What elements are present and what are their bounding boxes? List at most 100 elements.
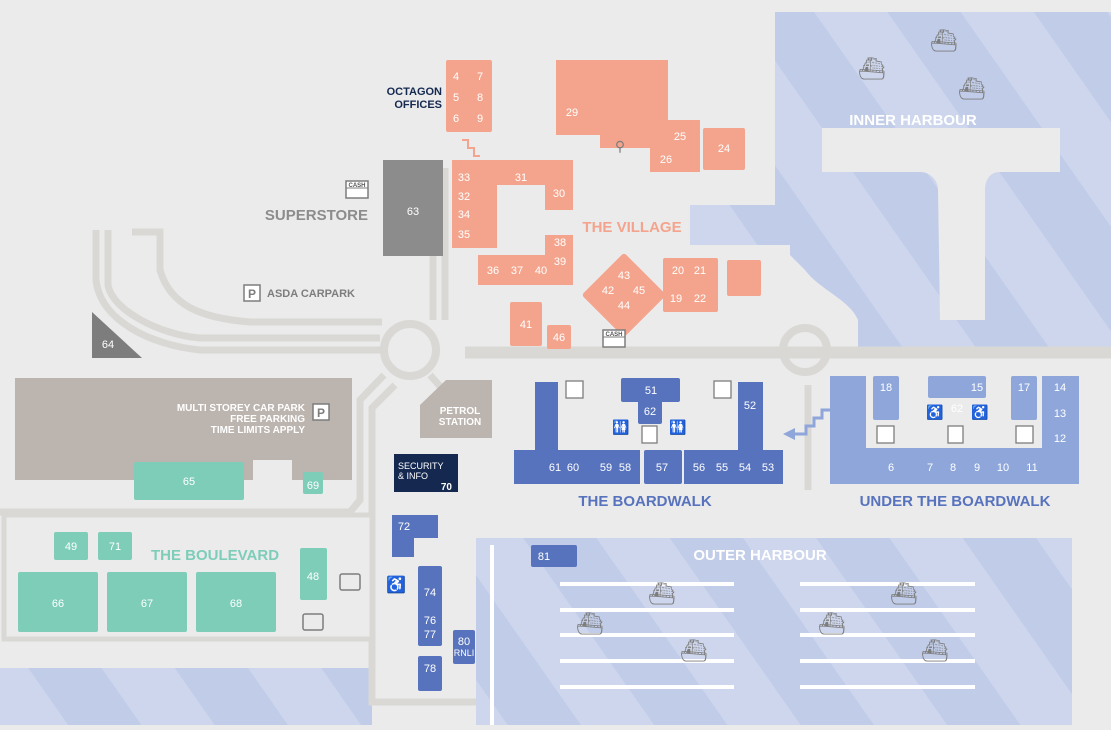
unit-66[interactable]: 66	[52, 598, 64, 610]
unit-63[interactable]: 63	[407, 206, 419, 218]
petrol-line2: STATION	[439, 417, 481, 428]
boulevard	[18, 462, 327, 632]
unit-54[interactable]: 54	[739, 462, 751, 474]
unit-30[interactable]: 30	[553, 188, 565, 200]
unit-72[interactable]: 72	[398, 521, 410, 533]
unit-49[interactable]: 49	[65, 541, 77, 553]
unit-52[interactable]: 52	[744, 400, 756, 412]
unit-6[interactable]: 6	[453, 113, 459, 125]
unit-38[interactable]: 38	[554, 237, 566, 249]
unit-25[interactable]: 25	[674, 131, 686, 143]
unit-8[interactable]: 8	[477, 92, 483, 104]
unit-39[interactable]: 39	[554, 256, 566, 268]
unit-13[interactable]: 13	[1054, 408, 1066, 420]
unit-14[interactable]: 14	[1054, 382, 1066, 394]
unit-9[interactable]: 9	[477, 113, 483, 125]
unit-40[interactable]: 40	[535, 265, 547, 277]
unit-19[interactable]: 19	[670, 293, 682, 305]
stairs-arrow-icon	[795, 408, 830, 436]
svg-text:⛴: ⛴	[921, 638, 949, 663]
unit-77[interactable]: 77	[424, 629, 436, 641]
parking-icon	[243, 284, 261, 302]
unit-78[interactable]: 78	[424, 663, 436, 675]
unit-12[interactable]: 12	[1054, 433, 1066, 445]
unit-4[interactable]: 4	[453, 71, 459, 83]
unit-43[interactable]: 43	[618, 270, 630, 282]
unit-58[interactable]: 58	[619, 462, 631, 474]
unit-76[interactable]: 76	[424, 615, 436, 627]
unit-74[interactable]: 74	[424, 587, 436, 599]
unit-31[interactable]: 31	[515, 172, 527, 184]
unit-60[interactable]: 60	[567, 462, 579, 474]
unit-7[interactable]: 7	[927, 462, 933, 474]
unit-71[interactable]: 71	[109, 541, 121, 553]
unit-59[interactable]: 59	[600, 462, 612, 474]
unit-21[interactable]: 21	[694, 265, 706, 277]
lift-icon	[641, 425, 964, 444]
unit-51[interactable]: 51	[645, 385, 657, 397]
unit-11[interactable]: 11	[1026, 462, 1037, 474]
parking-icon	[312, 403, 330, 421]
unit-67[interactable]: 67	[141, 598, 153, 610]
boulevard-label: THE BOULEVARD	[151, 547, 279, 564]
unit-57[interactable]: 57	[656, 462, 668, 474]
msc-line2: FREE PARKING	[230, 414, 305, 425]
unit-34[interactable]: 34	[458, 209, 470, 221]
unit-26[interactable]: 26	[660, 154, 672, 166]
outer-harbour-label: OUTER HARBOUR	[693, 547, 826, 564]
unit-17[interactable]: 17	[1018, 382, 1030, 394]
unit-68[interactable]: 68	[230, 598, 242, 610]
unit-61[interactable]: 61	[549, 462, 561, 474]
toilets-icon: 🚻	[612, 419, 629, 436]
under-boardwalk	[830, 376, 1079, 484]
unit-10[interactable]: 10	[997, 462, 1009, 474]
unit-45[interactable]: 45	[633, 285, 645, 297]
south-shore-water	[0, 668, 372, 725]
unit-44[interactable]: 44	[618, 300, 630, 312]
under-boardwalk-label: UNDER THE BOARDWALK	[860, 493, 1051, 510]
unit-9[interactable]: 9	[974, 462, 980, 474]
unit-29[interactable]: 29	[566, 107, 578, 119]
unit-80[interactable]: 80	[458, 636, 470, 648]
unit-18[interactable]: 18	[880, 382, 892, 394]
unit-7[interactable]: 7	[477, 71, 483, 83]
seal-icon: ⚲	[615, 138, 625, 154]
unit-5[interactable]: 5	[453, 92, 459, 104]
svg-text:⛴: ⛴	[890, 581, 918, 606]
svg-text:⛴: ⛴	[818, 611, 846, 636]
unit-69[interactable]: 69	[307, 480, 319, 492]
unit-22[interactable]: 22	[694, 293, 706, 305]
unit-55[interactable]: 55	[716, 462, 728, 474]
unit-65[interactable]: 65	[183, 476, 195, 488]
unit-56[interactable]: 56	[693, 462, 705, 474]
unit-62[interactable]: 62	[951, 403, 963, 415]
cash-label: CASH	[605, 332, 622, 338]
unit-46[interactable]: 46	[553, 332, 565, 344]
rnli-label: RNLI	[454, 648, 475, 658]
unit-35[interactable]: 35	[458, 229, 470, 241]
wheelchair-icon: ♿	[971, 404, 988, 421]
octagon-stairs-icon	[462, 139, 480, 157]
unit-6[interactable]: 6	[888, 462, 894, 474]
unit-15[interactable]: 15	[971, 382, 983, 394]
unit-37[interactable]: 37	[511, 265, 523, 277]
unit-36[interactable]: 36	[487, 265, 499, 277]
unit-42[interactable]: 42	[602, 285, 614, 297]
unit-81[interactable]: 81	[538, 551, 550, 563]
unit-33[interactable]: 33	[458, 172, 470, 184]
msc-line1: MULTI STOREY CAR PARK	[177, 403, 306, 414]
unit-32[interactable]: 32	[458, 191, 470, 203]
south-pier	[392, 515, 577, 691]
unit-24[interactable]: 24	[718, 143, 730, 155]
unit-64[interactable]: 64	[102, 339, 114, 351]
unit-41[interactable]: 41	[520, 319, 532, 331]
superstore-label: SUPERSTORE	[265, 207, 368, 224]
unit-20[interactable]: 20	[672, 265, 684, 277]
unit-48[interactable]: 48	[307, 571, 319, 583]
unit-53[interactable]: 53	[762, 462, 774, 474]
unit-8[interactable]: 8	[950, 462, 956, 474]
unit-62[interactable]: 62	[644, 406, 656, 418]
toilets-icon: 🚻	[669, 419, 686, 436]
svg-text:⛴: ⛴	[958, 76, 986, 101]
